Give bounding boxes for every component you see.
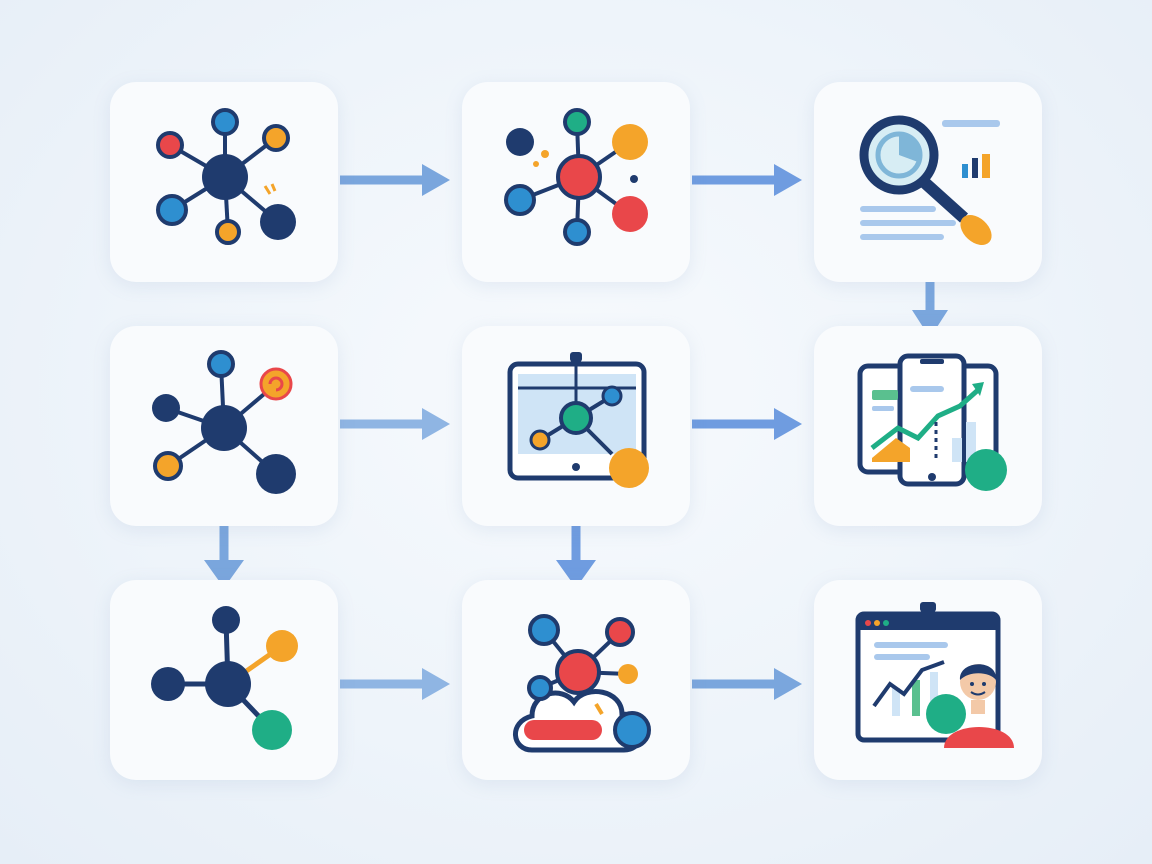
node-r2c1 — [110, 326, 338, 526]
node-r1c3 — [814, 82, 1042, 282]
magnifier-report-icon — [859, 115, 1000, 245]
node-r3c1 — [110, 580, 338, 780]
arrow-r3c2-to-r3c3 — [692, 668, 802, 700]
arrow-r2c2-to-r2c3 — [692, 408, 802, 440]
tablet-growth-chart-icon — [857, 353, 1007, 491]
screen-network-icon — [507, 352, 649, 488]
node-r2c3 — [814, 326, 1042, 526]
arrow-r2c1-to-r3c1 — [204, 516, 244, 588]
arrow-r2c2-to-r3c2 — [556, 516, 596, 588]
arrow-r2c1-to-r2c2 — [340, 408, 450, 440]
presentation-person-icon — [855, 602, 1014, 748]
node-r1c1 — [110, 82, 338, 282]
network-hub-icon — [152, 350, 296, 494]
arrow-r1c2-to-r1c3 — [692, 164, 802, 196]
network-hub-icon — [156, 108, 296, 245]
node-r3c3 — [814, 580, 1042, 780]
arrow-r1c1-to-r1c2 — [340, 164, 450, 196]
arrow-r3c1-to-r3c2 — [340, 668, 450, 700]
node-r3c2 — [462, 580, 690, 780]
colored-network-icon — [504, 108, 648, 246]
node-r1c2 — [462, 82, 690, 282]
cloud-network-icon — [513, 614, 651, 753]
node-r2c2 — [462, 326, 690, 526]
network-branch-icon — [151, 606, 298, 750]
